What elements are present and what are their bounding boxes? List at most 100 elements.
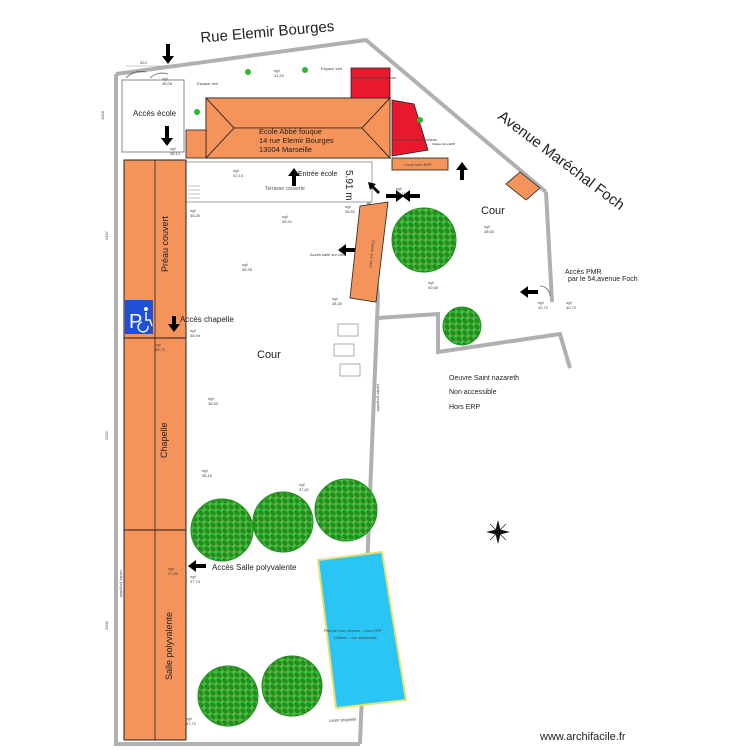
level-marker-text: ngf bbox=[428, 280, 434, 285]
espace-vert-2: Espace vert bbox=[321, 66, 343, 71]
level-marker-text: 37,50 bbox=[168, 571, 179, 576]
level-marker-text: 40,72 bbox=[538, 305, 549, 310]
level-marker-text: 40,72 bbox=[566, 305, 577, 310]
cour-main-label: Cour bbox=[257, 349, 281, 361]
level-marker-text: ngf bbox=[190, 208, 196, 213]
level-marker-text: 37,72 bbox=[186, 721, 197, 726]
acces-ecole-label: Accès école bbox=[133, 109, 177, 118]
hors-erp-label: Hors ERP bbox=[449, 404, 480, 411]
cour-east-label: Cour bbox=[481, 205, 505, 217]
plant-markers bbox=[194, 67, 423, 123]
stairs bbox=[188, 185, 200, 199]
arrow-right-foch bbox=[520, 286, 538, 298]
level-marker-text: ngf bbox=[168, 566, 174, 571]
arrow-up-entree bbox=[288, 168, 300, 186]
acces-salle-cour-label: Accès salle sur cour bbox=[310, 252, 346, 257]
level-marker-text: ngf bbox=[484, 224, 490, 229]
classe-sur-cour bbox=[349, 201, 389, 303]
level-marker-text: 38,65 bbox=[484, 229, 495, 234]
dim-2000: 2000 bbox=[104, 620, 109, 630]
chapelle-label: Chapelle bbox=[159, 422, 169, 458]
school-address-1: 14 rue Elemir Bourges bbox=[259, 136, 334, 145]
tree-3 bbox=[190, 498, 254, 562]
dim-2352: 2352 bbox=[104, 430, 109, 440]
arrow-right-local bbox=[386, 190, 404, 202]
terrasse-couverte bbox=[185, 161, 373, 203]
local-hors-erp bbox=[391, 157, 449, 171]
terrasse-label: Terrasse couverte bbox=[265, 186, 305, 192]
acces-pmr-label-2: par le 54,avenue Foch bbox=[568, 276, 638, 283]
arrow-down-top bbox=[162, 44, 174, 64]
espace-vert-1: Espace vert bbox=[197, 81, 219, 86]
level-marker-text: ngf bbox=[538, 300, 544, 305]
level-marker-text: ngf bbox=[155, 342, 161, 347]
level-marker-text: ngf bbox=[190, 574, 196, 579]
limite-left: Limite propriété bbox=[119, 570, 124, 598]
level-marker-text: ngf bbox=[186, 716, 192, 721]
dim-2437: 2437 bbox=[104, 230, 109, 240]
level-marker-text: ngf bbox=[274, 68, 280, 73]
level-marker-text: 38,35 bbox=[242, 267, 253, 272]
level-marker-text: ngf bbox=[162, 76, 168, 81]
compass-icon bbox=[486, 520, 510, 544]
tree-4 bbox=[252, 491, 314, 553]
level-marker-text: 40,65 bbox=[428, 285, 439, 290]
arrow-left-local bbox=[402, 190, 420, 202]
level-marker-text: ngf bbox=[332, 296, 338, 301]
oeuvre-label: Oeuvre Saint nazareth bbox=[449, 375, 519, 382]
level-marker-text: 38,81 bbox=[345, 209, 356, 214]
salle-poly-label: Salle polyvalente bbox=[164, 612, 174, 680]
arrow-left-salle-cour bbox=[338, 244, 356, 256]
local-hors-erp-label: Local hors ERP bbox=[404, 162, 432, 167]
street-east-label: Avenue Maréchal Foch bbox=[495, 108, 628, 214]
dim-1003: 1003 bbox=[100, 110, 105, 120]
pmr-gate bbox=[539, 285, 551, 297]
level-marker-text: ngf bbox=[299, 482, 305, 487]
entree-ecole-label: Entrée école bbox=[298, 171, 337, 178]
level-marker-text: ngf bbox=[170, 146, 176, 151]
new-classroom-2 bbox=[391, 99, 429, 157]
school-name: Ecole Abbé fouque bbox=[259, 127, 322, 136]
arrow-up-local bbox=[456, 162, 468, 180]
tree-1 bbox=[391, 207, 457, 273]
level-marker-text: 38,16 bbox=[202, 473, 213, 478]
east-annex bbox=[505, 171, 541, 201]
level-marker-text: 38,30 bbox=[332, 301, 343, 306]
street-north-label: Rue Elemir Bourges bbox=[200, 18, 335, 47]
level-marker-text: 38,26 bbox=[190, 213, 201, 218]
limite-bottom-label: Limite propriété bbox=[329, 717, 358, 723]
arrow-in-corner bbox=[368, 182, 380, 194]
piscine-label-1: Piscine Hors service - Hors ERP bbox=[324, 628, 382, 633]
level-marker-text: 37,62 bbox=[299, 487, 310, 492]
trees bbox=[190, 207, 482, 727]
level-marker-text: 41,20 bbox=[274, 73, 285, 78]
new-classroom-1 bbox=[350, 67, 391, 99]
annex-left bbox=[185, 129, 207, 159]
level-marker-text: 41,10 bbox=[233, 173, 244, 178]
dimension-label: 5.91 m bbox=[343, 170, 354, 201]
level-marker-text: ngf bbox=[566, 300, 572, 305]
new-classroom-1-label: Nouvelle salle de classe bbox=[353, 75, 397, 80]
acces-pmr-label-1: Accès PMR bbox=[565, 269, 602, 276]
classe-sur-cour-label: Classe sur cour bbox=[369, 240, 376, 269]
level-marker-text: ngf bbox=[282, 214, 288, 219]
level-marker-text: ngf bbox=[208, 396, 214, 401]
level-marker-text: ngf bbox=[345, 204, 351, 209]
pmr-icon: P bbox=[125, 300, 153, 334]
piscine-label-2: Clôturé - non accessible bbox=[334, 635, 378, 640]
svg-text:P: P bbox=[129, 311, 142, 333]
watermark: www.archifacile.fr bbox=[539, 731, 626, 743]
level-marker-text: ngf bbox=[202, 468, 208, 473]
piscine bbox=[316, 550, 408, 710]
gate-swing bbox=[125, 70, 169, 79]
school-address-2: 13004 Marseille bbox=[259, 145, 312, 154]
benches bbox=[333, 323, 361, 377]
acces-chapelle-label: Accès chapelle bbox=[180, 315, 234, 324]
dim-324: 324 bbox=[140, 60, 147, 65]
level-marker-text: 38,94 bbox=[190, 333, 201, 338]
level-marker-text: 38,91 bbox=[282, 219, 293, 224]
tree-5 bbox=[314, 478, 378, 542]
level-marker-text: 38,14 bbox=[170, 151, 181, 156]
arrow-left-poly bbox=[188, 560, 206, 572]
acces-ecole-zone bbox=[121, 79, 185, 153]
